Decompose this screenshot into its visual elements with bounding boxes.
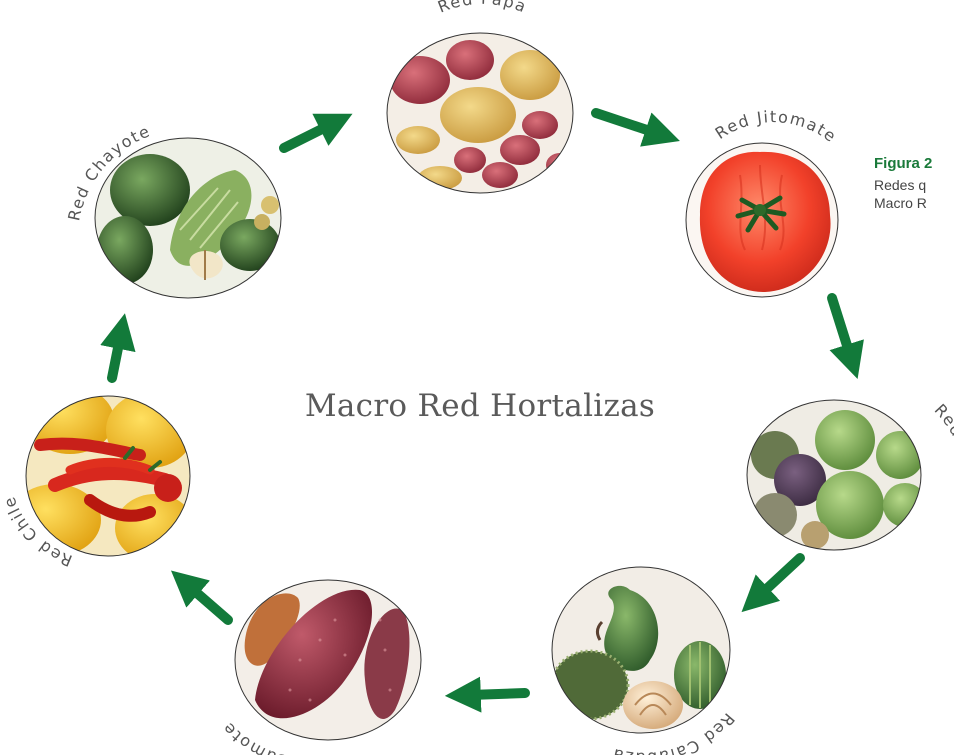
arrow-chile-to-chayote [112, 338, 120, 378]
arrow-papa-to-jitomate [596, 113, 656, 133]
potato-photo [380, 30, 580, 200]
figure-caption-line: Redes q [874, 176, 927, 194]
tomatillo-photo [740, 395, 930, 555]
arrow-jitomate-to-tomate [832, 298, 850, 355]
diagram-title: Macro Red Hortalizas [270, 388, 690, 424]
label-red-jitomate: Red Jitomate [712, 107, 841, 146]
figure-caption-block: Figura 2 Redes q Macro R [874, 150, 954, 240]
arrow-chayote-to-papa [284, 125, 330, 148]
figure-caption: Redes q Macro R [874, 176, 927, 212]
arrow-camote-to-chile [190, 587, 228, 620]
label-red-tomate: Red Tomate [931, 400, 954, 514]
squash-photo [550, 565, 735, 735]
arrow-tomate-to-calabaza [760, 558, 800, 595]
figure-label: Figura 2 [874, 155, 932, 172]
chayote-photo [95, 135, 285, 305]
tomato-photo [680, 140, 850, 300]
label-red-papa: Red Papa [435, 0, 530, 17]
arrow-calabaza-to-camote [470, 693, 525, 695]
sweet-potato-photo [230, 575, 430, 745]
figure-caption-line: Macro R [874, 194, 927, 212]
